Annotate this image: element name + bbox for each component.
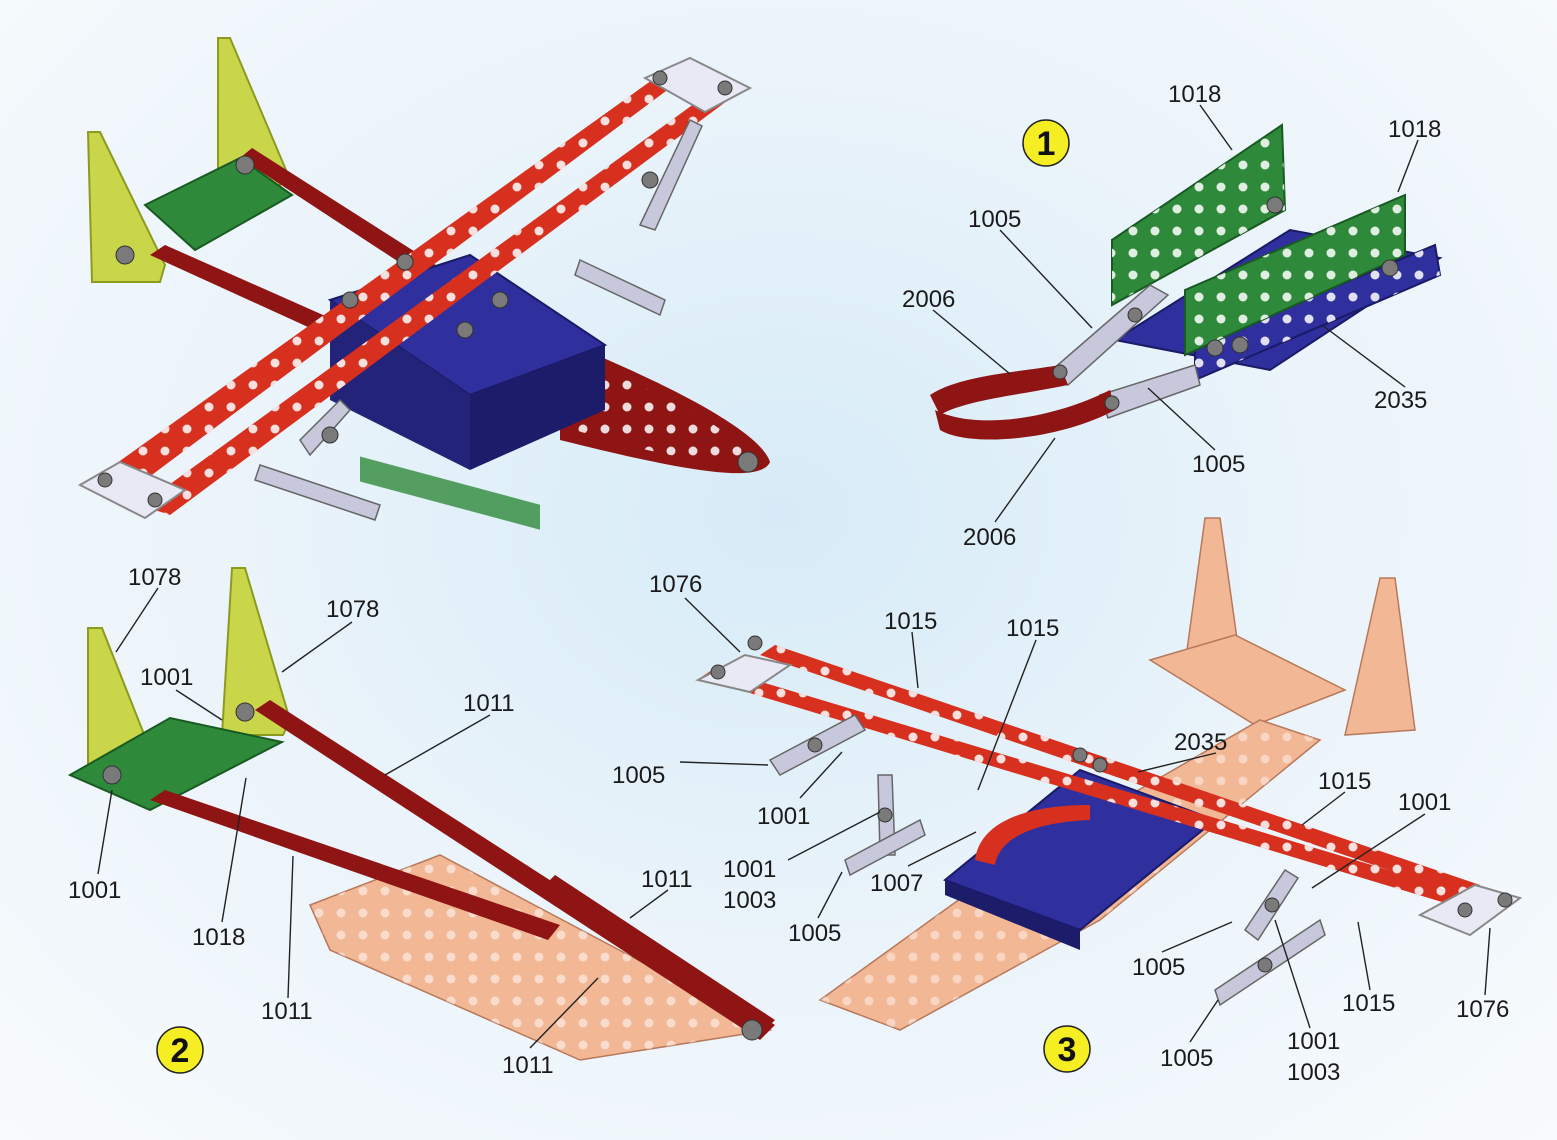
part-label: 1001 — [723, 856, 776, 883]
step-badge-2: 2 — [156, 1026, 204, 1074]
part-label: 1076 — [1456, 996, 1509, 1023]
part-label: 1001 — [757, 803, 810, 830]
completed-plane-model — [77, 37, 770, 530]
part-label: 1005 — [1192, 451, 1245, 478]
part-label: 1015 — [1318, 768, 1371, 795]
tail-plate-green-step2 — [67, 716, 285, 812]
part-label: 1001 — [1287, 1028, 1340, 1055]
part-label: 1078 — [326, 596, 379, 623]
part-label: 1011 — [641, 866, 693, 893]
leader-lines — [97, 104, 1491, 1049]
tail-fin-left — [86, 131, 167, 283]
part-label: 1003 — [723, 887, 776, 914]
step-2-assembly — [67, 567, 775, 1061]
step-badge-3: 3 — [1043, 1025, 1091, 1073]
part-label: 1001 — [68, 877, 121, 904]
part-label: 1015 — [1342, 990, 1395, 1017]
ghost-tail-plate — [1148, 634, 1347, 726]
part-label: 1007 — [870, 870, 923, 897]
part-label: 1005 — [788, 920, 841, 947]
ghost-tail-fin-front — [1344, 577, 1416, 736]
part-label: 1015 — [1006, 615, 1059, 642]
silver-strip-lower — [1099, 364, 1201, 419]
part-label: 2006 — [963, 524, 1016, 551]
part-label: 1005 — [968, 206, 1021, 233]
landing-leg-left — [299, 398, 352, 457]
step-badge-1: 1 — [1022, 119, 1070, 167]
boom-strip-lower-step2 — [150, 790, 560, 940]
part-label: 1011 — [463, 690, 515, 717]
part-label: 1005 — [612, 762, 665, 789]
part-label: 1076 — [649, 571, 702, 598]
part-labels: 1018 1018 1005 2006 2035 1005 2006 1078 … — [68, 81, 1509, 1086]
part-label: 1001 — [140, 664, 193, 691]
part-label: 2035 — [1174, 729, 1227, 756]
part-label: 1011 — [261, 998, 313, 1025]
curved-strip-lower — [935, 390, 1115, 440]
curved-strip-upper — [930, 365, 1068, 415]
nose-strip-step2 — [540, 875, 775, 1035]
part-label: 1018 — [1168, 81, 1221, 108]
part-label: 1018 — [192, 924, 245, 951]
part-label: 1018 — [1388, 116, 1441, 143]
wing-tip-plate-left-step3 — [695, 653, 793, 694]
step-3-assembly — [695, 517, 1523, 1031]
part-label: 1001 — [1398, 789, 1451, 816]
step-number: 2 — [171, 1032, 190, 1070]
part-label: 1011 — [502, 1052, 554, 1079]
step-number: 1 — [1037, 125, 1056, 163]
step-1-assembly — [930, 123, 1443, 440]
tail-plate-green — [143, 156, 294, 252]
part-label: 1005 — [1160, 1045, 1213, 1072]
part-label: 1005 — [1132, 954, 1185, 981]
part-label: 1003 — [1287, 1059, 1340, 1086]
part-label: 2035 — [1374, 387, 1427, 414]
part-label: 1015 — [884, 608, 937, 635]
part-label: 1078 — [128, 564, 181, 591]
wing-tip-plate-rear — [642, 56, 753, 114]
landing-leg-right — [638, 118, 703, 231]
curved-strip-step3 — [975, 805, 1090, 865]
part-label: 2006 — [902, 286, 955, 313]
step-number: 3 — [1058, 1031, 1077, 1069]
